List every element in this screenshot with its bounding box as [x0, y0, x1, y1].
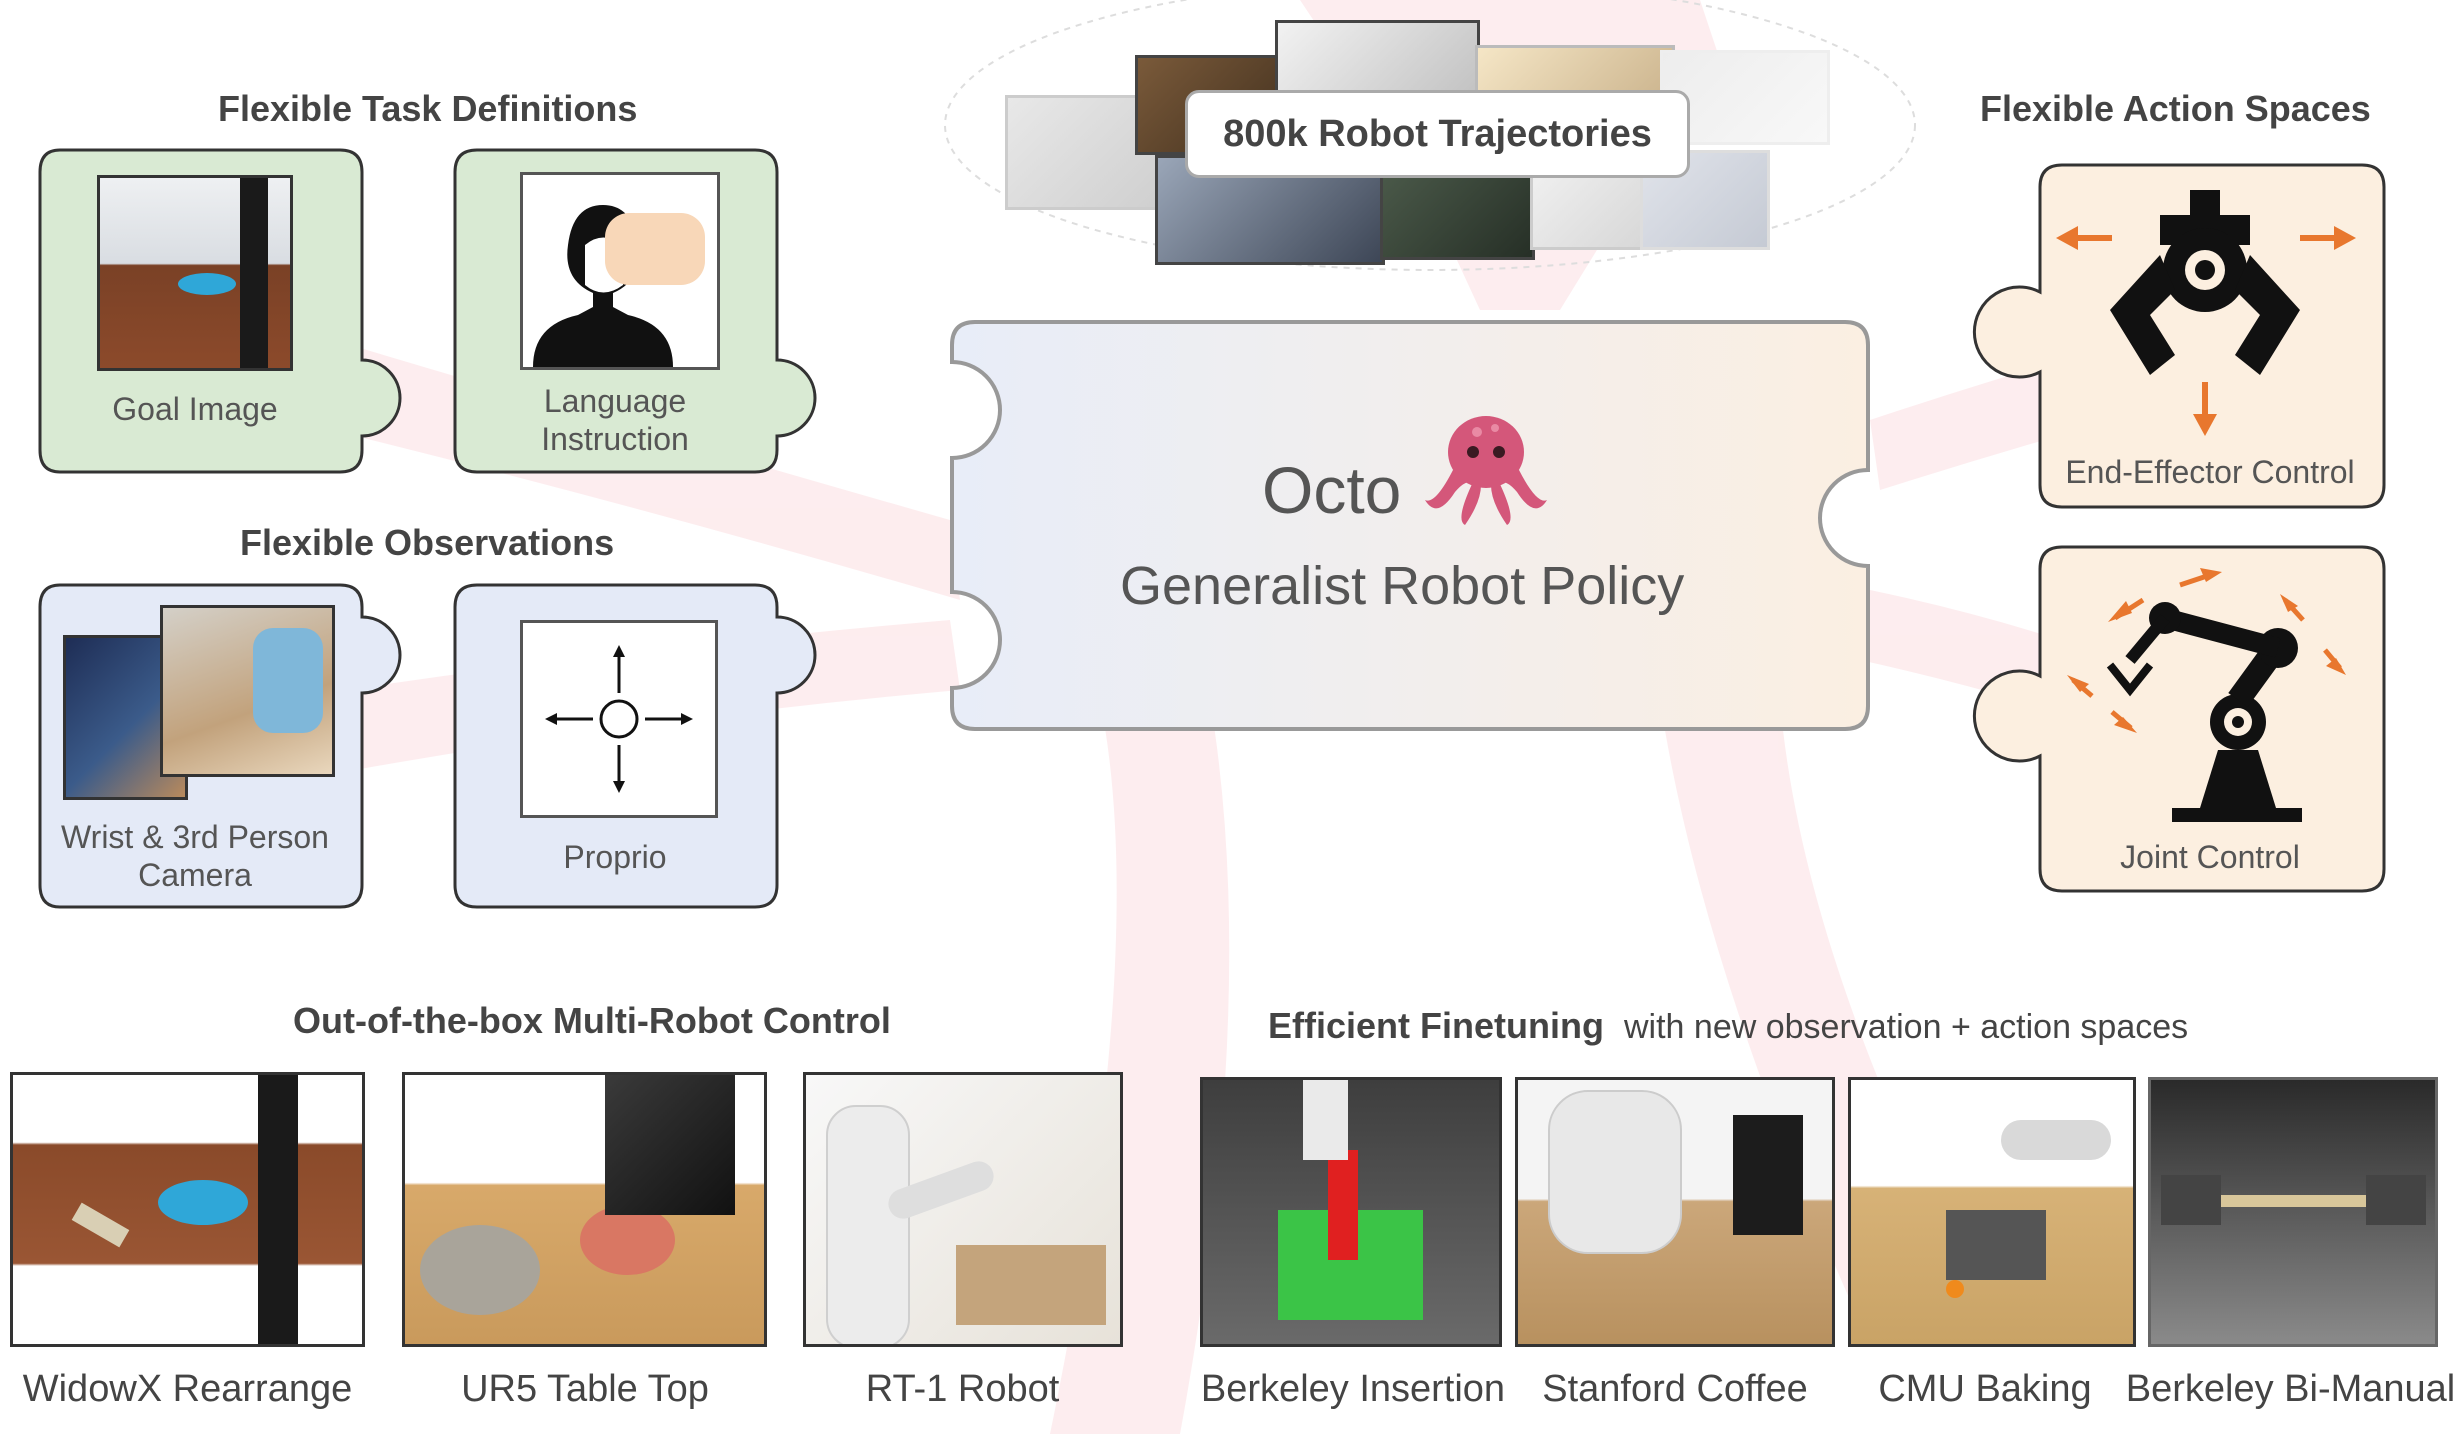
berkeley-insertion-label: Berkeley Insertion — [1200, 1368, 1506, 1410]
toaster-oven-icon — [1946, 1210, 2046, 1280]
cmu-baking-label: CMU Baking — [1878, 1368, 2092, 1410]
goal-image-label: Goal Image — [112, 391, 278, 427]
heading-observations: Flexible Observations — [240, 522, 615, 563]
robot-arm-silhouette — [605, 1075, 735, 1215]
proprio-label: Proprio — [563, 839, 667, 875]
proprio-crosshair-icon — [545, 645, 693, 793]
wrist-camera-photo — [160, 605, 335, 777]
gripper-icon — [2110, 190, 2300, 375]
robot-arm-silhouette — [2001, 1120, 2111, 1160]
person-speaking-icon — [533, 205, 705, 367]
blue-plate-icon — [178, 273, 236, 295]
octopus-icon — [1425, 410, 1547, 530]
robot-arm-silhouette — [1548, 1090, 1682, 1254]
heading-finetuning-main: Efficient Finetuning — [1268, 1005, 1604, 1046]
heading-finetuning: Efficient Finetuning with new observatio… — [1268, 1005, 2188, 1047]
puzzle-piece-octo — [950, 320, 1870, 731]
rt1-photo — [803, 1072, 1123, 1347]
left-gripper-icon — [2161, 1175, 2221, 1225]
robot-arm-silhouette — [1303, 1080, 1348, 1160]
trajectory-thumb-7 — [1380, 165, 1535, 260]
berkeley-bimanual-photo — [2148, 1077, 2438, 1347]
blue-cup-icon — [253, 628, 323, 733]
language-instruction-frame — [520, 172, 720, 370]
heading-action-spaces: Flexible Action Spaces — [1980, 88, 2371, 129]
heading-task-definitions: Flexible Task Definitions — [218, 88, 638, 129]
orange-ball-icon — [1946, 1280, 1964, 1298]
robot-arm-silhouette — [258, 1075, 298, 1344]
proprio-frame — [520, 620, 718, 818]
coffee-machine-icon — [1733, 1115, 1803, 1235]
ur5-photo — [402, 1072, 767, 1347]
robot-arm-silhouette — [240, 178, 268, 368]
red-peg-icon — [1328, 1150, 1358, 1260]
berkeley-bimanual-label: Berkeley Bi-Manual — [2125, 1368, 2456, 1410]
ur5-label: UR5 Table Top — [461, 1368, 709, 1410]
end-effector-label: End-Effector Control — [2065, 454, 2355, 490]
berkeley-insertion-photo — [1200, 1077, 1502, 1347]
widowx-label: WidowX Rearrange — [22, 1368, 353, 1410]
camera-label: Wrist & 3rd Person Camera — [61, 819, 329, 893]
blue-plate-icon — [158, 1180, 248, 1225]
octo-subtitle: Generalist Robot Policy — [1120, 556, 1685, 616]
cmu-baking-photo — [1848, 1077, 2136, 1347]
joint-arrows-icon — [2067, 568, 2346, 733]
goal-image-photo — [97, 175, 293, 371]
robot-body-silhouette — [826, 1105, 910, 1344]
stanford-coffee-photo — [1515, 1077, 1835, 1347]
octo-title: Octo — [1262, 453, 1402, 527]
trajectory-banner-label: 800k Robot Trajectories — [1223, 112, 1652, 155]
robot-arm-icon — [2106, 602, 2302, 822]
object-block — [71, 1202, 130, 1248]
stanford-coffee-label: Stanford Coffee — [1542, 1368, 1808, 1410]
heading-finetuning-suffix: with new observation + action spaces — [1624, 1008, 2189, 1046]
language-instruction-label: Language Instruction — [541, 383, 689, 457]
red-bowl-icon — [580, 1205, 675, 1275]
puzzle-piece-end-effector — [1972, 163, 2386, 509]
right-gripper-icon — [2366, 1175, 2426, 1225]
held-object — [2171, 1195, 2421, 1207]
heading-multi-robot: Out-of-the-box Multi-Robot Control — [293, 1000, 891, 1041]
rt1-label: RT-1 Robot — [865, 1368, 1060, 1410]
trajectory-banner: 800k Robot Trajectories — [1185, 90, 1690, 178]
gray-bowl-icon — [420, 1225, 540, 1315]
widowx-photo — [10, 1072, 365, 1347]
drawer — [956, 1245, 1106, 1325]
direction-arrows-icon — [2056, 226, 2356, 436]
trajectory-cloud-outline — [944, 0, 1916, 271]
joint-control-label: Joint Control — [2120, 839, 2300, 875]
